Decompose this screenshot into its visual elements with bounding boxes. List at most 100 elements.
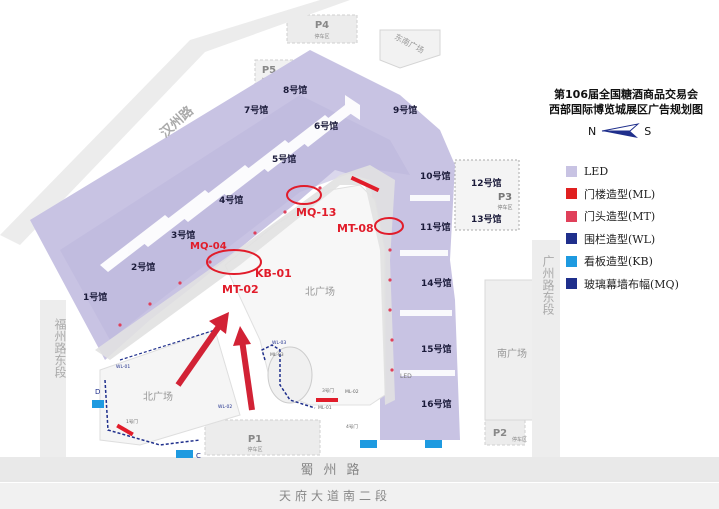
gate-3-label: 3号门 (322, 387, 334, 394)
hall-8: 8号馆 (283, 84, 307, 96)
legend-item-wl: 围栏造型(WL) (566, 228, 716, 250)
wl-01-label: WL-01 (116, 364, 130, 370)
wl-03-label: WL-03 (272, 340, 286, 346)
legend-swatch-ml (566, 188, 577, 199)
corridor-s1 (410, 195, 450, 201)
road-fuzhou-label: 福州路东段 (53, 317, 67, 379)
southeast-plaza (379, 29, 441, 69)
callout-mt02: MT-02 (222, 283, 259, 296)
legend-label: 玻璃幕墙布幅(MQ) (584, 277, 679, 291)
south-plaza-label: 南广场 (497, 347, 527, 360)
corridor-s3 (400, 310, 452, 316)
legend-item-mq: 玻璃幕墙布幅(MQ) (566, 273, 716, 295)
parking-p1 (204, 419, 321, 456)
kb-d-label: D (95, 388, 100, 396)
gate-1-label: 1号门 (126, 418, 138, 425)
south-plaza-area (484, 279, 541, 421)
wl-02-label: WL-02 (218, 404, 232, 410)
legend-swatch-kb (566, 255, 577, 267)
ml-gate-west (116, 423, 134, 437)
legend-label: LED (584, 164, 609, 178)
legend-item-ml: 门楼造型(ML) (566, 183, 716, 205)
road-guangzhou (532, 240, 560, 457)
legend-label: 门楼造型(ML) (584, 187, 656, 201)
hall-corridors-south (400, 195, 455, 376)
northwest-plaza-label: 北广场 (143, 390, 173, 403)
ml-gate-north (350, 175, 380, 193)
hall-5: 5号馆 (272, 153, 296, 165)
callout-kb01: KB-01 (255, 267, 292, 280)
hall-9: 9号馆 (393, 104, 417, 116)
plaza-feature (267, 346, 313, 404)
legend-swatch-led (566, 165, 577, 177)
road-tianfu (0, 483, 719, 509)
legend: LED 门楼造型(ML) 门头造型(MT) 围栏造型(WL) 看板造型(KB) … (566, 160, 716, 295)
parking-p5-label: P5 (262, 65, 276, 76)
callout-mq13-ring (286, 185, 322, 205)
parking-p4-sub: 停车区 (314, 33, 329, 40)
hall-11: 11号馆 (420, 221, 451, 233)
legend-item-led: LED (566, 160, 716, 182)
compass-arrow-icon (602, 123, 640, 138)
hall-16: 16号馆 (421, 398, 452, 410)
hall-4: 4号馆 (219, 194, 243, 206)
hall-corridors (100, 95, 360, 272)
parking-p3-zone (454, 159, 520, 231)
ad-points (118, 186, 394, 372)
legend-item-kb: 看板造型(KB) (566, 250, 716, 272)
callout-mq04: MQ-04 (190, 241, 227, 252)
road-shuzhou (0, 457, 719, 480)
corridor-s4 (400, 370, 455, 376)
kb-board-1 (92, 400, 104, 408)
fence-wl-edge (119, 329, 216, 361)
parking-p4 (286, 14, 358, 44)
hall-lighter-rows (60, 95, 410, 340)
road-fuzhou (40, 300, 66, 457)
legend-swatch-mq (566, 278, 577, 289)
led-label: LED (400, 373, 412, 380)
ml-02-label: ML-02 (345, 389, 359, 395)
north-plaza-label: 北广场 (305, 285, 335, 298)
kb-board-3 (360, 440, 377, 448)
ml-01-label: ML-01 (318, 405, 332, 411)
kb-c-label: C (196, 452, 201, 460)
parking-p3-label: P3 (498, 192, 512, 203)
legend-swatch-mt (566, 210, 577, 222)
parking-p1-sub: 停车区 (247, 446, 262, 453)
hall-2: 2号馆 (131, 261, 155, 273)
corridor-7 (345, 95, 360, 120)
parking-p2-sub: 停车区 (512, 436, 527, 443)
gate-4-label: 4号门 (346, 423, 358, 430)
hall-14: 14号馆 (421, 277, 452, 289)
map-title: 第106届全国糖酒商品交易会 (554, 88, 698, 101)
hall-13: 13号馆 (471, 213, 502, 225)
fence-wl-north (261, 344, 316, 409)
legend-label: 看板造型(KB) (584, 255, 653, 268)
legend-label: 围栏造型(WL) (584, 232, 656, 246)
legend-swatch-wl (566, 233, 577, 244)
legend-item-mt: 门头造型(MT) (566, 205, 716, 227)
road-shuzhou-label: 蜀州路 (300, 462, 369, 478)
parking-p1-label: P1 (248, 434, 262, 445)
ml-gate-east (316, 398, 338, 402)
northwest-plaza-area (99, 329, 241, 446)
compass: N S (588, 122, 651, 140)
hall-12: 12号馆 (471, 177, 502, 189)
map-subtitle: 西部国际博览城展区广告规划图 (549, 103, 703, 116)
callout-mt08: MT-08 (337, 222, 374, 235)
compass-south-label: S (644, 124, 652, 138)
legend-label: 门头造型(MT) (584, 210, 656, 223)
hall-6: 6号馆 (314, 120, 338, 132)
ml-03-label: ML-03 (270, 352, 284, 358)
hall-7: 7号馆 (244, 104, 268, 116)
kb-board-2 (176, 450, 193, 458)
callout-kb01-ring (206, 249, 262, 275)
hall-15: 15号馆 (421, 343, 452, 355)
compass-north-label: N (588, 124, 597, 138)
hall-10: 10号馆 (420, 170, 451, 182)
road-guangzhou-label: 广州路东段 (541, 255, 555, 316)
arrow-left (175, 312, 229, 387)
hall-1: 1号馆 (83, 291, 107, 303)
